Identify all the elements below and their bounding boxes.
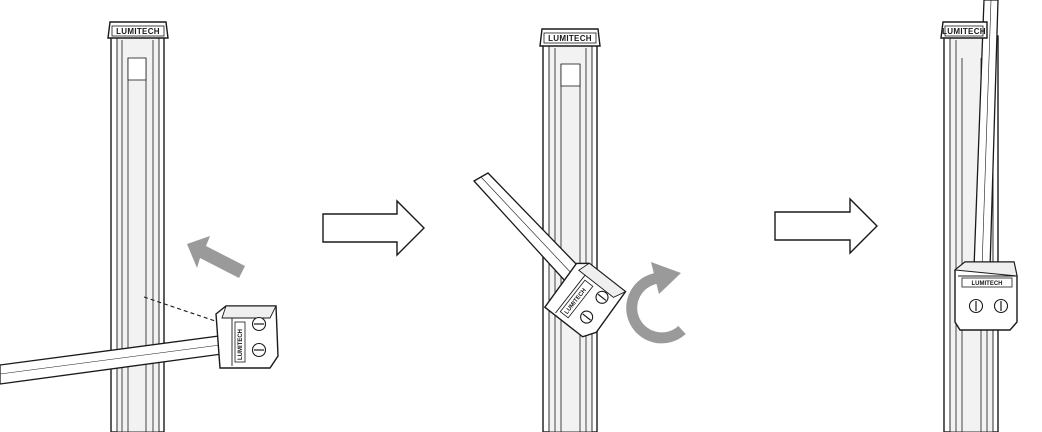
step-2-panel: LUMITECH LUMITECH xyxy=(472,28,686,432)
rail-profile xyxy=(110,35,165,432)
step-3-panel: LUMITECH LUMITECH xyxy=(940,0,1018,432)
connector-block: LUMITECH xyxy=(953,261,1018,331)
rail-end-cap: LUMITECH xyxy=(539,28,601,47)
rotate-arrow-icon xyxy=(626,262,686,344)
screw-icon xyxy=(251,342,267,358)
end-cap-label: LUMITECH xyxy=(116,27,160,36)
connector-block: LUMITECH xyxy=(543,262,627,338)
step-1-panel: LUMITECH LUMITECH xyxy=(0,21,279,432)
screw-icon xyxy=(595,290,609,304)
rail-profile xyxy=(542,43,598,432)
insert-arrow-icon xyxy=(187,236,245,278)
rail-end-cap: LUMITECH xyxy=(107,21,169,39)
rail-profile xyxy=(943,35,999,432)
process-arrow-icon xyxy=(774,197,878,255)
connector-label: LUMITECH xyxy=(972,281,1003,287)
screw-icon xyxy=(993,298,1009,314)
process-arrow-icon xyxy=(322,199,425,257)
screw-icon xyxy=(580,310,594,324)
end-cap-label: LUMITECH xyxy=(942,27,986,36)
connector-label: LUMITECH xyxy=(238,329,244,360)
screw-icon xyxy=(968,298,984,314)
screw-icon xyxy=(251,316,267,332)
rail-end-cap: LUMITECH xyxy=(940,21,988,39)
insertion-guide-line xyxy=(143,296,225,325)
connector-block: LUMITECH xyxy=(215,305,279,369)
end-cap-label: LUMITECH xyxy=(548,34,592,43)
